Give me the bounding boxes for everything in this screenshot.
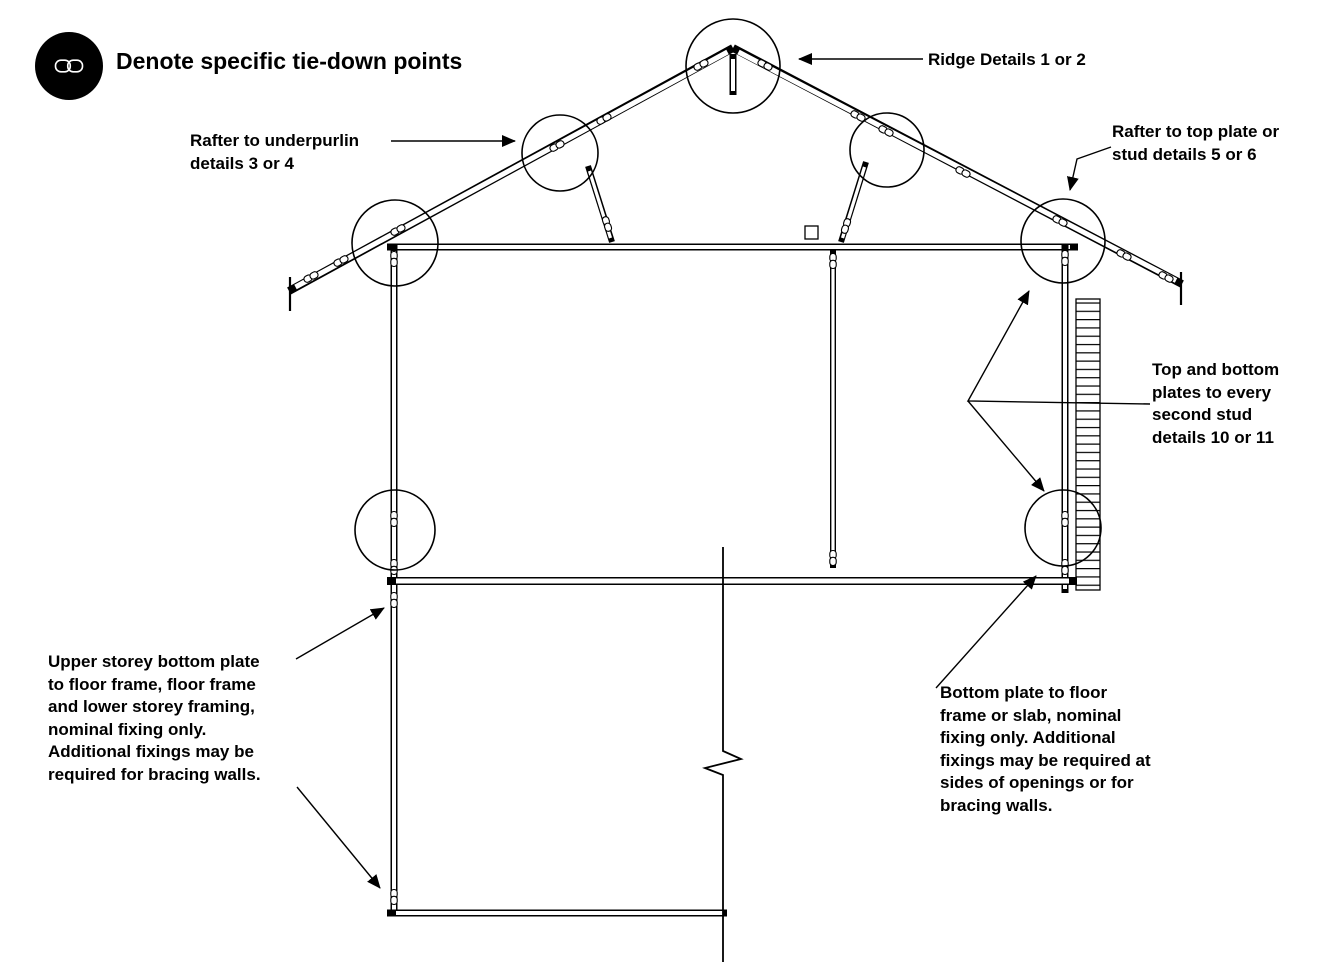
upper-storey-upper-leader xyxy=(295,607,385,660)
annotation-rafter-underpurlin: Rafter to underpurlin details 3 or 4 xyxy=(190,131,360,173)
annotation-upper-storey-plate: Upper storey bottom plate to floor frame… xyxy=(48,652,261,785)
annotation-bottom-plate: Bottom plate to floor frame or slab, nom… xyxy=(940,683,1151,816)
legend-label: Denote specific tie-down points xyxy=(116,48,463,74)
top-plate-leader xyxy=(1067,146,1112,191)
plate-detail-block xyxy=(804,225,819,240)
ridge-tie-down-circle xyxy=(685,18,781,114)
right-underpurlin-circle xyxy=(849,112,925,188)
annotation-plates-second-stud: Top and bottom plates to every second st… xyxy=(1152,360,1280,447)
right-wall-circle xyxy=(1024,489,1102,567)
right-top-plate-circle xyxy=(1020,198,1106,284)
section-break-line xyxy=(702,547,744,962)
bottom-plate-leader xyxy=(935,575,1037,689)
left-underpurlin-circle xyxy=(521,114,599,192)
second-stud-upper-leader xyxy=(966,290,1151,405)
left-wall-circle xyxy=(354,489,436,571)
upper-storey-lower-leader xyxy=(296,786,381,889)
annotation-leaders xyxy=(295,53,1151,889)
tie-down-point-circles xyxy=(351,18,1106,571)
second-stud-lower-leader xyxy=(967,400,1045,492)
roof-structure xyxy=(287,44,1184,311)
legend-tie-down-symbol xyxy=(35,32,103,100)
stud-wall-ladder xyxy=(1075,298,1101,591)
left-top-plate-circle xyxy=(351,199,439,287)
annotation-ridge: Ridge Details 1 or 2 xyxy=(928,50,1086,69)
annotation-rafter-top-plate: Rafter to top plate or stud details 5 or… xyxy=(1112,122,1280,164)
wall-and-floor-structure xyxy=(387,225,1101,962)
